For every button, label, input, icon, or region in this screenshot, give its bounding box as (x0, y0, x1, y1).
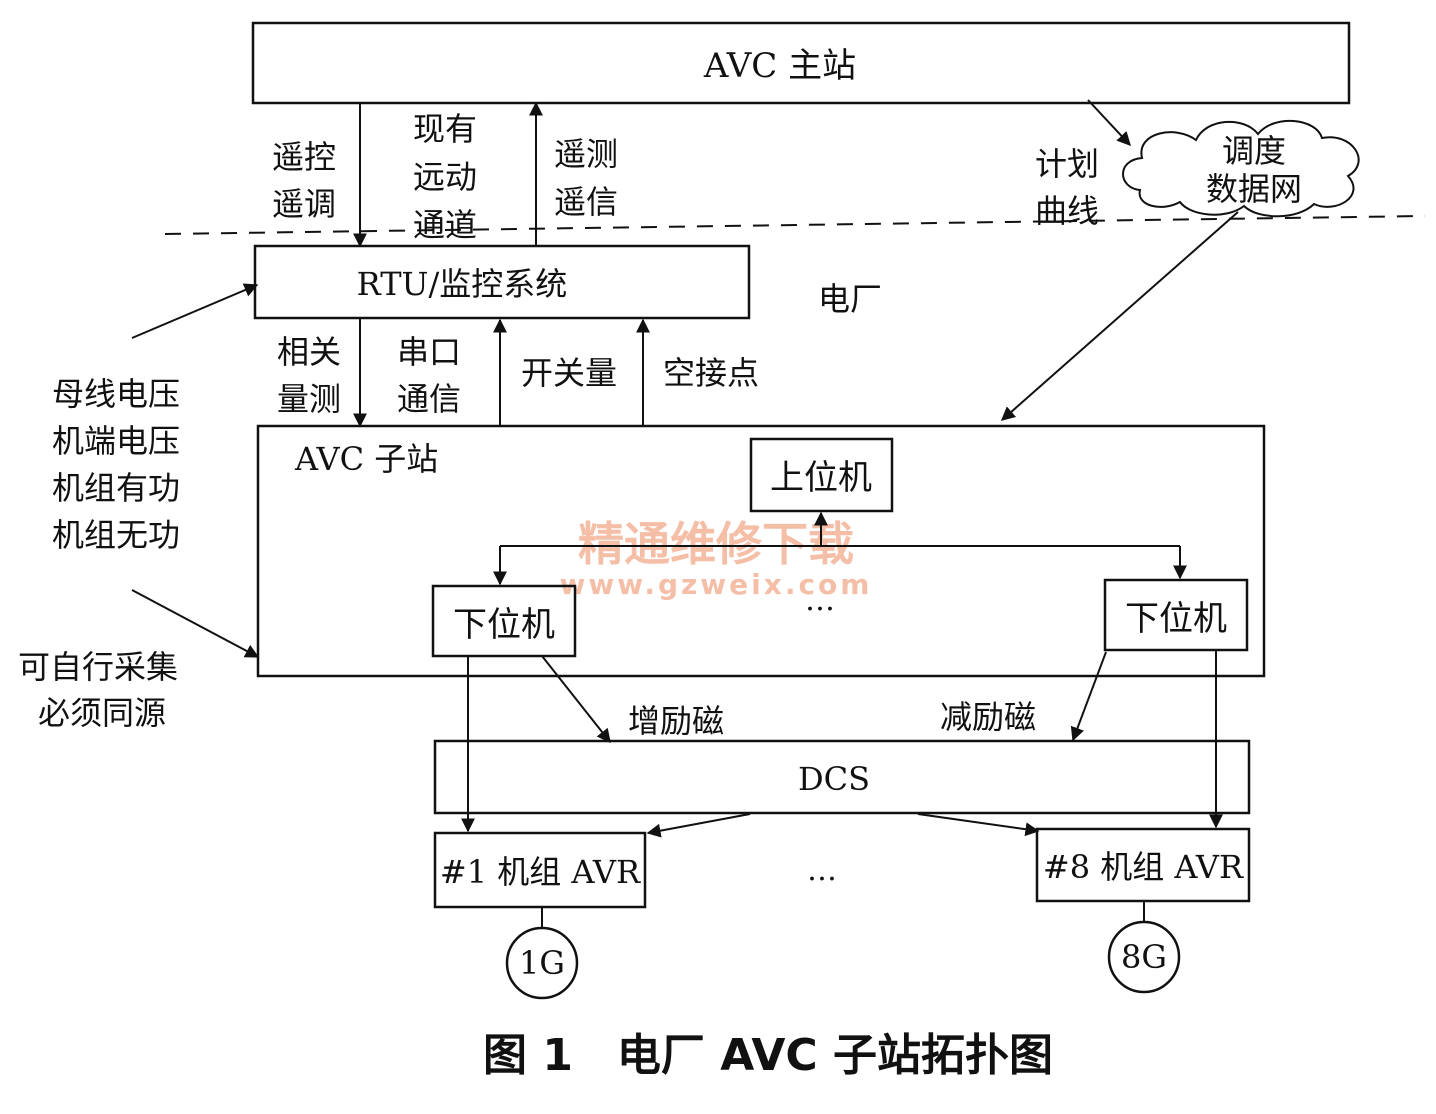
remote-control-label-1: 遥控 (272, 138, 336, 176)
watermark-text: 精通维修下载 (578, 517, 854, 571)
cloud-label-2: 数据网 (1206, 170, 1302, 208)
avc-master-label: AVC 主站 (703, 46, 856, 86)
dcs-to-avr1-arrow (646, 813, 751, 838)
decrease-excitation-arrow (1070, 651, 1107, 742)
upper-computer-label: 上位机 (770, 458, 872, 498)
related-measure-label-1: 相关 (277, 333, 341, 371)
avr8-label: #8 机组 AVR (1043, 848, 1244, 886)
collect-label-2: 必须同源 (38, 694, 166, 732)
measurement-label-3: 机组有功 (52, 469, 180, 507)
measurement-label-4: 机组无功 (52, 516, 180, 554)
cloud-to-substation-arrow (1000, 211, 1239, 421)
generator-8-label: 8G (1121, 938, 1167, 976)
lower-computer-left-label: 下位机 (453, 605, 555, 645)
remote-control-label-2: 遥调 (272, 185, 336, 223)
increase-excitation-label: 增励磁 (628, 702, 724, 740)
rtu-box (253, 244, 751, 320)
serial-comm-label-1: 串口 (397, 333, 461, 371)
plant-label: 电厂 (818, 280, 882, 318)
switch-qty-label: 开关量 (521, 354, 617, 392)
avr-ellipsis: … (807, 853, 837, 888)
avc-master-box (251, 21, 1351, 105)
existing-channel-label-3: 通道 (413, 206, 477, 244)
avc-substation-box (256, 424, 1266, 678)
avr1-label: #1 机组 AVR (440, 853, 641, 891)
generator-1-label: 1G (519, 944, 565, 982)
dry-contact-label: 空接点 (663, 354, 759, 392)
measurements-to-rtu-arrow (131, 283, 259, 339)
lower-computer-left-box (431, 584, 577, 658)
serial-comm-label-2: 通信 (397, 380, 461, 418)
lower-computers-ellipsis: … (805, 583, 835, 618)
dcs-label: DCS (798, 760, 870, 798)
lower-computer-right-label: 下位机 (1125, 599, 1227, 639)
upper-computer-box (749, 437, 894, 513)
generator-8 (1107, 920, 1181, 994)
decrease-excitation-label: 减励磁 (940, 698, 1036, 736)
existing-channel-label-2: 远动 (413, 158, 477, 196)
dcs-box (433, 739, 1251, 815)
measurement-label-2: 机端电压 (52, 422, 180, 460)
measurements-to-substation-arrow (131, 589, 260, 658)
avc-substation-label: AVC 子站 (294, 440, 438, 478)
dcs-to-avr8-arrow (917, 813, 1040, 837)
lower-computer-right-box (1103, 578, 1249, 652)
avr1-box (433, 831, 647, 909)
rtu-label: RTU/监控系统 (357, 265, 568, 303)
watermark-url: www.gzweix.com (560, 568, 873, 601)
related-measure-label-2: 量测 (277, 380, 341, 418)
collect-label-1: 可自行采集 (18, 648, 178, 686)
measurement-label-1: 母线电压 (52, 375, 180, 413)
generator-1 (505, 926, 579, 1000)
figure-caption: 图 1 电厂 AVC 子站拓扑图 (483, 1030, 1053, 1081)
plan-curve-label-2: 曲线 (1035, 192, 1099, 230)
plant-boundary-dashed-line (164, 215, 1426, 235)
master-to-cloud-arrow (1087, 99, 1131, 147)
plan-curve-label-1: 计划 (1035, 145, 1099, 183)
dispatch-network-cloud (1122, 120, 1360, 218)
existing-channel-label-1: 现有 (413, 110, 477, 148)
telemetry-label-2: 遥信 (554, 183, 618, 221)
telemetry-label-1: 遥测 (554, 135, 618, 173)
cloud-label-1: 调度 (1222, 132, 1286, 170)
increase-excitation-arrow (541, 655, 611, 744)
